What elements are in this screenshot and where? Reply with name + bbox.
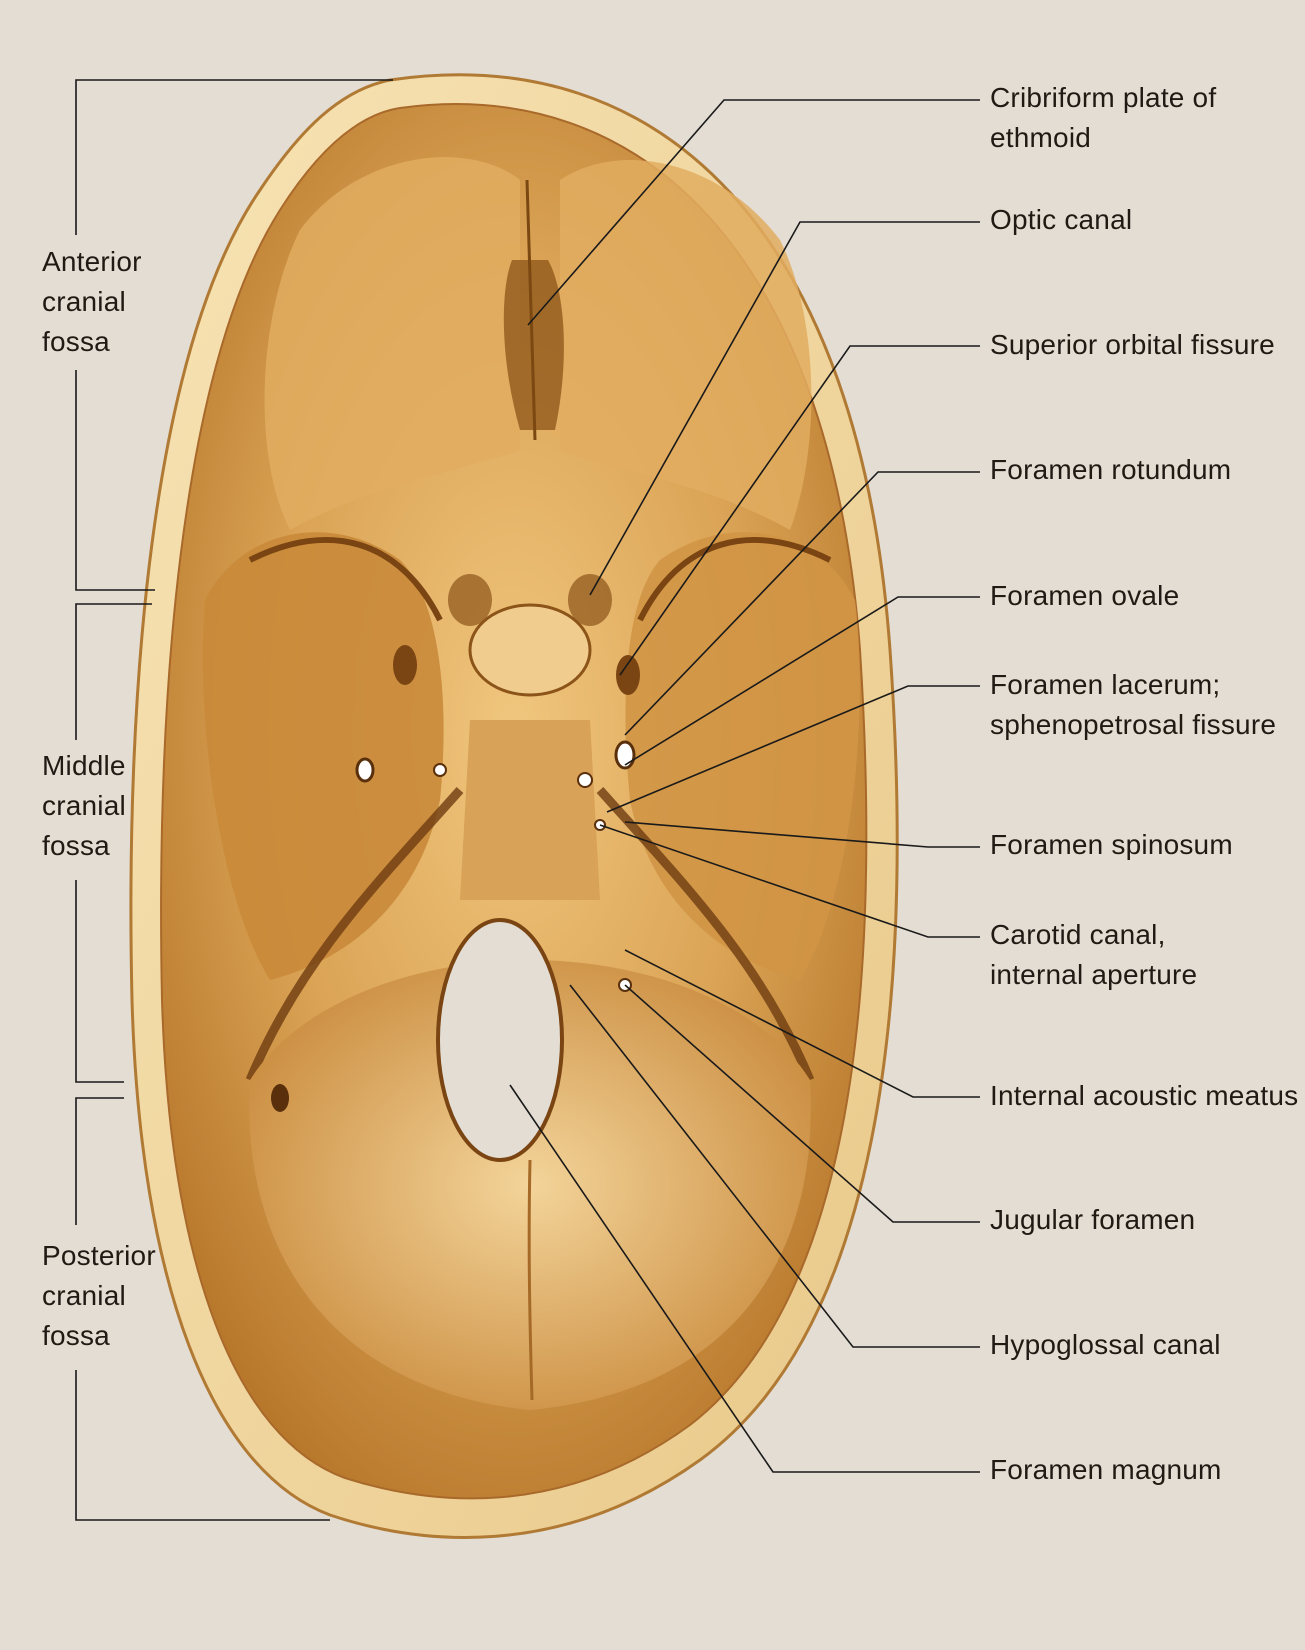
label-jugular-foramen: Jugular foramen	[990, 1204, 1196, 1235]
label-foramen-rotundum: Foramen rotundum	[990, 454, 1232, 485]
label-optic-canal: Optic canal	[990, 204, 1133, 235]
label-hypoglossal-canal: Hypoglossal canal	[990, 1329, 1221, 1360]
fossa-brackets	[75, 79, 393, 1521]
label-internal-acoustic-meatus: Internal acoustic meatus	[990, 1080, 1299, 1111]
middle-fossa-right	[625, 532, 860, 980]
label-foramen-magnum: Foramen magnum	[990, 1454, 1222, 1485]
label-posterior-cranial-fossa: Posterior cranial fossa	[42, 1240, 156, 1351]
anterior-fossa-left	[264, 157, 520, 530]
label-foramen-spinosum: Foramen spinosum	[990, 829, 1233, 860]
label-anterior-cranial-fossa: Anterior cranial fossa	[42, 246, 142, 357]
label-cribriform-plate: Cribriform plate of ethmoid	[990, 82, 1217, 153]
petrous-ridge-left	[245, 787, 464, 1082]
clivus	[460, 720, 600, 900]
label-middle-cranial-fossa: Middle cranial fossa	[42, 750, 126, 861]
leader-lines	[509, 99, 980, 1473]
sella-turcica	[468, 603, 592, 697]
label-superior-orbital-fissure: Superior orbital fissure	[990, 329, 1275, 360]
cribriform-plate	[503, 260, 564, 430]
label-carotid-canal: Carotid canal, internal aperture	[990, 919, 1198, 990]
middle-fossa-left	[202, 532, 444, 980]
label-foramen-lacerum: Foramen lacerum; sphenopetrosal fissure	[990, 669, 1277, 740]
anterior-fossa-right	[560, 160, 812, 530]
foramen-magnum	[436, 918, 564, 1162]
label-foramen-ovale: Foramen ovale	[990, 580, 1180, 611]
